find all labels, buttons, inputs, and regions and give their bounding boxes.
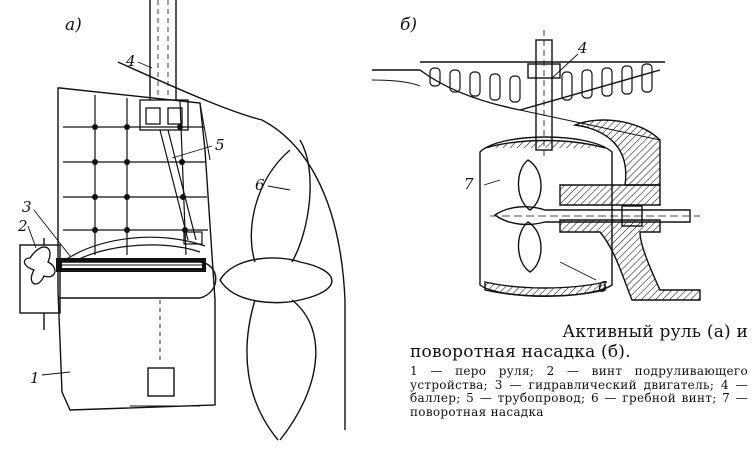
figure-b-rotating-nozzle — [371, 30, 701, 301]
label-a-1: 1 — [30, 369, 40, 387]
nozzle-propeller — [517, 159, 542, 273]
pipeline — [159, 129, 203, 245]
caption-title-line-1: Активный руль (а) и — [562, 322, 748, 342]
label-a-4: 4 — [125, 52, 136, 70]
label-b-7: 7 — [464, 175, 474, 193]
thruster-gondola — [58, 261, 217, 299]
propeller-shaft — [490, 205, 700, 227]
nozzle — [479, 136, 613, 297]
thruster-propeller — [19, 238, 61, 330]
rudder-stock-shaft — [149, 0, 177, 100]
hull-bottom — [372, 69, 661, 111]
caption-legend: 1 — перо руля; 2 — винт подруливающего у… — [410, 364, 748, 419]
label-a-5: 5 — [215, 136, 225, 154]
label-a-6: 6 — [255, 176, 265, 194]
panel-label-b: б) — [400, 15, 417, 35]
figure-caption: Активный руль (а) и поворотная насадка (… — [410, 322, 748, 419]
nozzle-stock — [527, 30, 561, 160]
stock-head — [139, 99, 189, 131]
panel-label-a: а) — [65, 15, 82, 35]
inspection-plate — [147, 367, 175, 397]
hull-frames — [429, 63, 653, 103]
figure-a-active-rudder — [19, 0, 346, 441]
label-b-4: 4 — [577, 39, 588, 57]
hull-stern-line — [117, 61, 346, 430]
label-a-2: 2 — [17, 217, 28, 235]
label-b-6: 6 — [598, 278, 608, 296]
leader-lines-b — [483, 53, 597, 281]
leader-lines-a — [27, 61, 291, 376]
main-propeller — [219, 139, 333, 441]
label-a-3: 3 — [22, 198, 32, 216]
caption-title-line-2: поворотная насадка (б). — [410, 342, 631, 362]
